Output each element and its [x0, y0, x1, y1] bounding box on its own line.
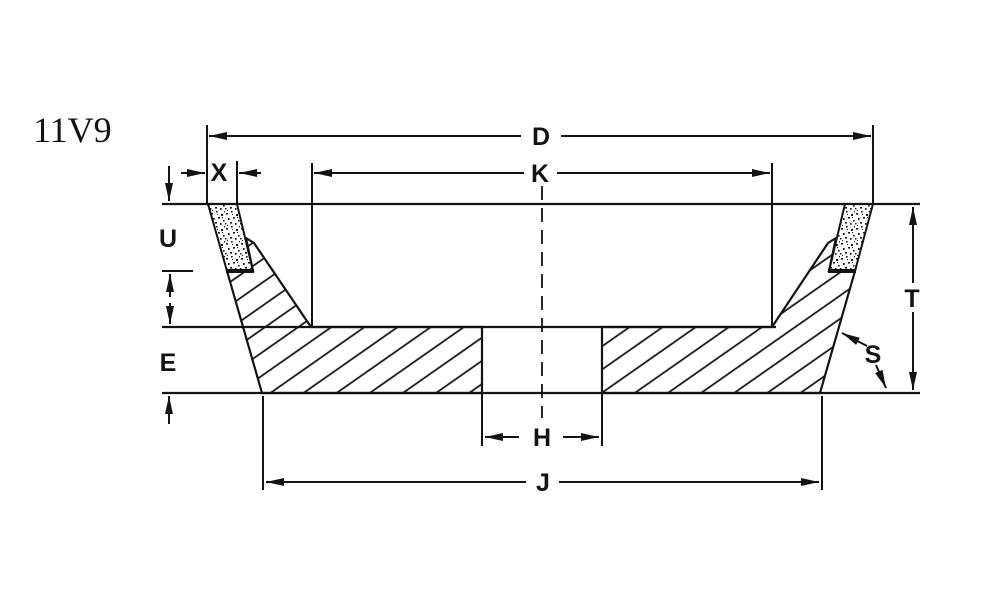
dim-label-h: H — [533, 424, 551, 452]
dim-label-d: D — [532, 123, 550, 151]
dim-label-e: E — [160, 349, 177, 377]
abrasive-rim-section — [206, 203, 875, 273]
shape-code-title: 11V9 — [33, 110, 112, 150]
wheel-core-section — [225, 235, 857, 395]
dim-label-j: J — [536, 469, 550, 497]
core-right-half — [600, 235, 857, 395]
dimension-lines — [165, 132, 917, 486]
outline-lines — [162, 202, 920, 446]
dim-label-k: K — [531, 160, 549, 188]
dimension-labels: 11V9 D K X U E T S H J — [33, 110, 920, 497]
dim-s-bottom-leader — [875, 364, 887, 389]
dim-label-u: U — [159, 225, 177, 253]
dim-s-wall-leader — [841, 332, 868, 347]
dim-label-t: T — [904, 285, 919, 313]
extension-lines — [206, 125, 874, 490]
dim-label-x: X — [211, 159, 228, 187]
dim-label-s: S — [865, 341, 882, 369]
core-left-half — [225, 235, 484, 395]
